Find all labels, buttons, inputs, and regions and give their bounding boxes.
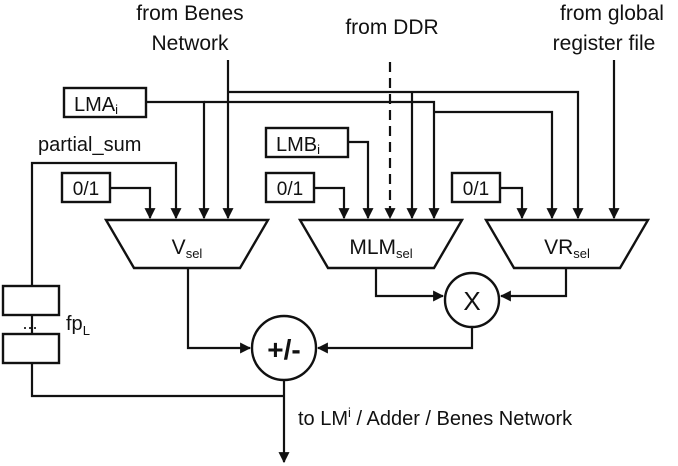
mlm-constant-label: 0/1 bbox=[277, 179, 303, 200]
multiplier-symbol: X bbox=[463, 286, 480, 316]
wire-lma-to-vrsel bbox=[434, 110, 558, 220]
pipeline-ellipsis: ... bbox=[22, 313, 37, 333]
ddr-input-label: from DDR bbox=[345, 16, 438, 39]
vr-sel-mux bbox=[483, 218, 651, 270]
wire-lmb-to-mlmsel bbox=[348, 140, 374, 220]
lma-register bbox=[62, 86, 148, 119]
partial-sum-label: partial_sum bbox=[38, 134, 141, 156]
pipeline-register-top bbox=[1, 284, 61, 317]
v-sel-mux bbox=[103, 218, 271, 270]
mlm-sel-mux-label: MLMsel bbox=[349, 236, 412, 261]
lmb-register-label: LMBi bbox=[276, 134, 320, 157]
benes-input-label-line2: Network bbox=[151, 32, 229, 55]
vr-constant-label: 0/1 bbox=[463, 179, 489, 200]
pipeline-label: fpL bbox=[66, 313, 90, 338]
wire-partial-sum-to-vsel bbox=[30, 161, 182, 286]
vr-sel-mux-label: VRsel bbox=[544, 236, 590, 261]
v-sel-mux-label: Vsel bbox=[172, 236, 203, 261]
pipeline-register-bottom bbox=[1, 332, 61, 365]
vr-constant-register bbox=[450, 171, 502, 204]
v-constant-register bbox=[60, 171, 112, 204]
global-input-label-line2: register file bbox=[553, 32, 656, 55]
mlm-sel-mux bbox=[297, 218, 465, 270]
wire-mlmsel-to-multiplier bbox=[374, 268, 445, 302]
wire-const-to-vrsel bbox=[500, 186, 528, 220]
output-destination-label: to LMi / Adder / Benes Network bbox=[298, 405, 573, 430]
wire-multiplier-to-adder bbox=[316, 327, 474, 354]
adder-subtractor-symbol: +/- bbox=[267, 334, 300, 365]
wire-vsel-to-adder bbox=[186, 268, 252, 354]
global-input-label-line1: from global bbox=[560, 2, 664, 25]
wire-lma-to-mlmsel bbox=[204, 100, 440, 220]
benes-input-label-line1: from Benes bbox=[136, 2, 243, 25]
wire-benes-to-vrsel bbox=[228, 90, 584, 220]
wire-const-to-vsel bbox=[110, 186, 156, 220]
wire-const-to-mlmsel bbox=[314, 186, 350, 220]
v-constant-label: 0/1 bbox=[73, 179, 99, 200]
wire-vrsel-to-multiplier bbox=[499, 268, 568, 302]
lma-register-label: LMAi bbox=[74, 94, 118, 117]
lmb-register bbox=[264, 126, 350, 159]
wire-feedback-to-pipeline bbox=[30, 363, 284, 398]
